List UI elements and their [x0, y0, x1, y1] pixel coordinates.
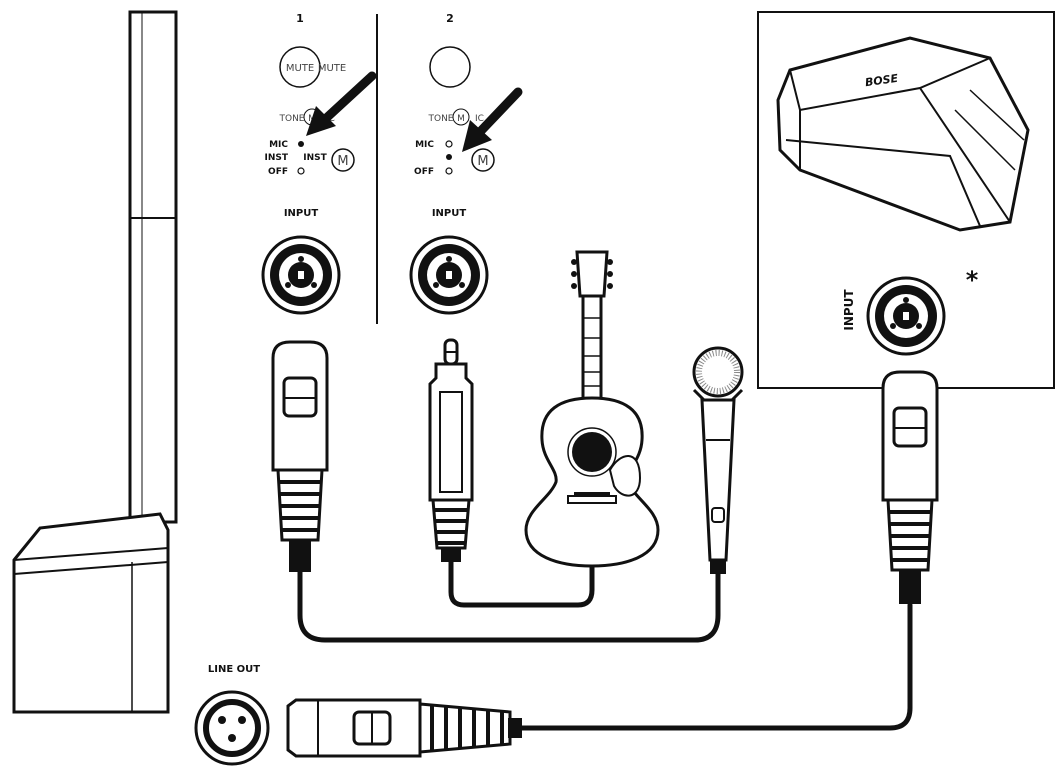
channel-1-arrow-icon — [317, 71, 377, 127]
m-icon: M — [477, 154, 488, 169]
line-out-label: LINE OUT — [208, 664, 260, 675]
channel-1-tone-label: TONE — [278, 114, 304, 124]
channel-1-input-label: INPUT — [284, 208, 319, 219]
channel-2-combo-jack — [409, 235, 489, 315]
channel-1-panel: 1 MUTE MUTE TONE M IC MIC INST INST OFF … — [261, 12, 377, 315]
channel-2-mode-button — [471, 148, 495, 172]
channel-2-quarter-inch-plug — [428, 338, 474, 562]
speaker-brand-logo: BOSE — [864, 72, 899, 90]
m-icon: M — [457, 114, 465, 124]
channel-1-mode-button — [331, 148, 355, 172]
guitar-cable — [448, 557, 595, 608]
channel-1-mute-button — [279, 46, 321, 88]
channel-2-mic-label: MIC — [415, 140, 434, 150]
channel-1-number: 1 — [296, 12, 304, 25]
channel-2-tone-suffix: IC — [475, 114, 484, 124]
channel-2-tone-label: TONE — [427, 114, 453, 124]
channel-1-xlr-boot — [289, 540, 311, 572]
channel-1-mute-label-dup: MUTE — [318, 63, 346, 74]
speaker-xlr-boot — [899, 570, 921, 604]
channel-1-off-led — [297, 167, 305, 175]
channel-2-mute-button — [429, 46, 471, 88]
channel-1-mic-led — [298, 141, 304, 147]
line-out-cable — [517, 602, 913, 731]
channel-1-inst-label: INST — [264, 153, 288, 163]
channel-1-xlr-plug — [271, 340, 329, 542]
channel-1-combo-jack — [261, 235, 341, 315]
cables — [297, 557, 913, 731]
channel-2-tone-knob — [452, 108, 470, 126]
channel-2-off-led — [445, 167, 453, 175]
channel-2-arrow-icon — [473, 87, 523, 139]
speaker-footnote-asterisk: * — [966, 266, 979, 294]
column-speaker — [12, 10, 178, 714]
line-out-section: LINE OUT — [194, 664, 522, 766]
channel-2-inst-led — [446, 154, 452, 160]
channel-2-arrow-head-icon — [462, 120, 492, 152]
channel-2-number: 2 — [446, 12, 454, 25]
mic-cable — [297, 567, 721, 643]
acoustic-guitar-icon — [524, 250, 660, 568]
m-icon: M — [337, 154, 348, 169]
channel-2-panel: 2 TONE M IC MIC OFF M INPUT — [409, 12, 523, 315]
channel-1-inst-label-dup: INST — [303, 153, 327, 163]
channel-2-input-label: INPUT — [432, 208, 467, 219]
speaker-xlr-plug — [881, 370, 939, 572]
speaker-combo-jack — [866, 276, 946, 356]
speaker-input-label: INPUT — [842, 289, 856, 331]
monitor-speaker-inset: BOSE INPUT * — [757, 11, 1055, 389]
channel-2-mic-led — [445, 140, 453, 148]
line-out-xlr-plug — [286, 698, 522, 758]
channel-1-mute-label: MUTE — [286, 63, 314, 74]
channel-2-off-label: OFF — [414, 167, 434, 177]
channel-1-arrow-head-icon — [306, 106, 336, 136]
channel-1-mic-label: MIC — [269, 140, 288, 150]
channel-1-off-label: OFF — [268, 167, 288, 177]
microphone-icon — [692, 346, 744, 574]
